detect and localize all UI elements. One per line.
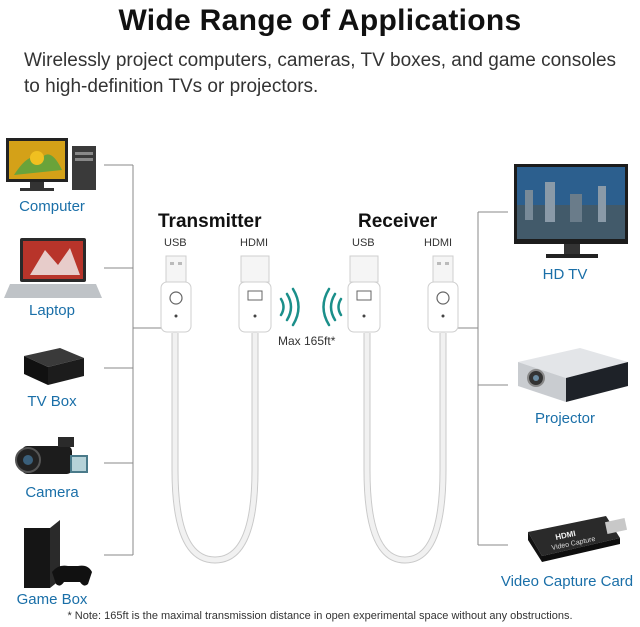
tv-box-icon [24, 348, 84, 385]
right-connector-lines [455, 211, 508, 546]
game-console-icon [24, 520, 92, 588]
wifi-signal-left-icon [322, 287, 343, 327]
receiver-usb-label: USB [352, 237, 375, 249]
receiver-usb-dongle [427, 255, 459, 333]
page-subtitle: Wirelessly project computers, cameras, T… [24, 50, 617, 97]
device-label-video-capture-card: Video Capture Card [500, 573, 634, 590]
page-title: Wide Range of Applications [118, 4, 522, 37]
transmitter-title: Transmitter [158, 211, 262, 232]
footnote: * Note: 165ft is the maximal transmissio… [67, 610, 573, 622]
device-label-projector: Projector [534, 410, 596, 427]
tv-icon [514, 164, 628, 258]
transmitter-hdmi-label: HDMI [240, 237, 269, 249]
wifi-signal-right-icon [279, 287, 300, 327]
device-label-game-box: Game Box [16, 591, 88, 608]
cable-outlines [171, 333, 447, 564]
device-label-laptop: Laptop [29, 302, 75, 319]
capture-card-brand: HDMI [555, 529, 577, 542]
device-label-tv-box: TV Box [27, 393, 77, 410]
capture-card-icon: HDMI Video Capture [528, 516, 628, 562]
projector-icon [518, 348, 628, 402]
range-label: Max 165ft* [278, 334, 336, 348]
device-label-camera: Camera [25, 484, 79, 501]
receiver-title: Receiver [358, 211, 438, 232]
left-connector-lines [104, 164, 165, 556]
transmitter-usb-label: USB [164, 237, 187, 249]
computer-icon [6, 138, 96, 191]
receiver-hdmi-label: HDMI [424, 237, 453, 249]
camera-icon [15, 437, 88, 474]
cables [172, 330, 446, 563]
device-label-hd-tv: HD TV [542, 266, 588, 283]
transmitter-hdmi-dongle [238, 255, 272, 333]
receiver-hdmi-dongle [347, 255, 381, 333]
laptop-icon [4, 238, 102, 298]
device-label-computer: Computer [19, 198, 85, 215]
transmitter-usb-dongle [160, 255, 192, 333]
